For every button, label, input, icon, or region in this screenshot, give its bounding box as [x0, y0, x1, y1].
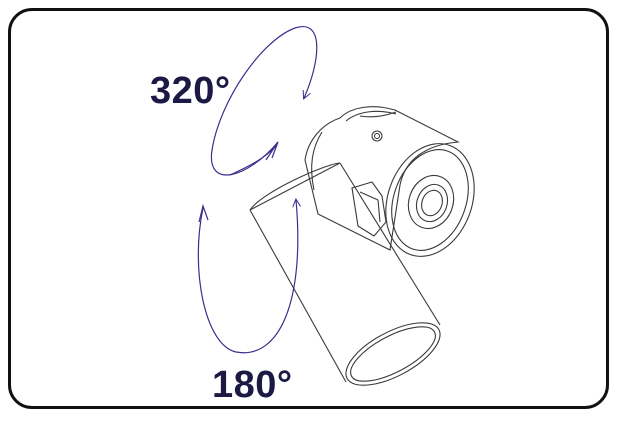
figure-frame [8, 8, 609, 409]
arrow-head-upper [265, 141, 279, 161]
rotation-arrow-vertical [197, 200, 298, 354]
arm-cylinder [249, 162, 441, 386]
head-cylinder [304, 106, 460, 251]
lens-face [385, 143, 475, 257]
rotation-label-vertical: 180° [212, 364, 293, 406]
rotation-label-horizontal: 320° [150, 70, 231, 112]
joint-knuckle [351, 181, 387, 237]
arrow-head-left [198, 203, 209, 223]
rotation-arrow-horizontal [210, 25, 318, 176]
